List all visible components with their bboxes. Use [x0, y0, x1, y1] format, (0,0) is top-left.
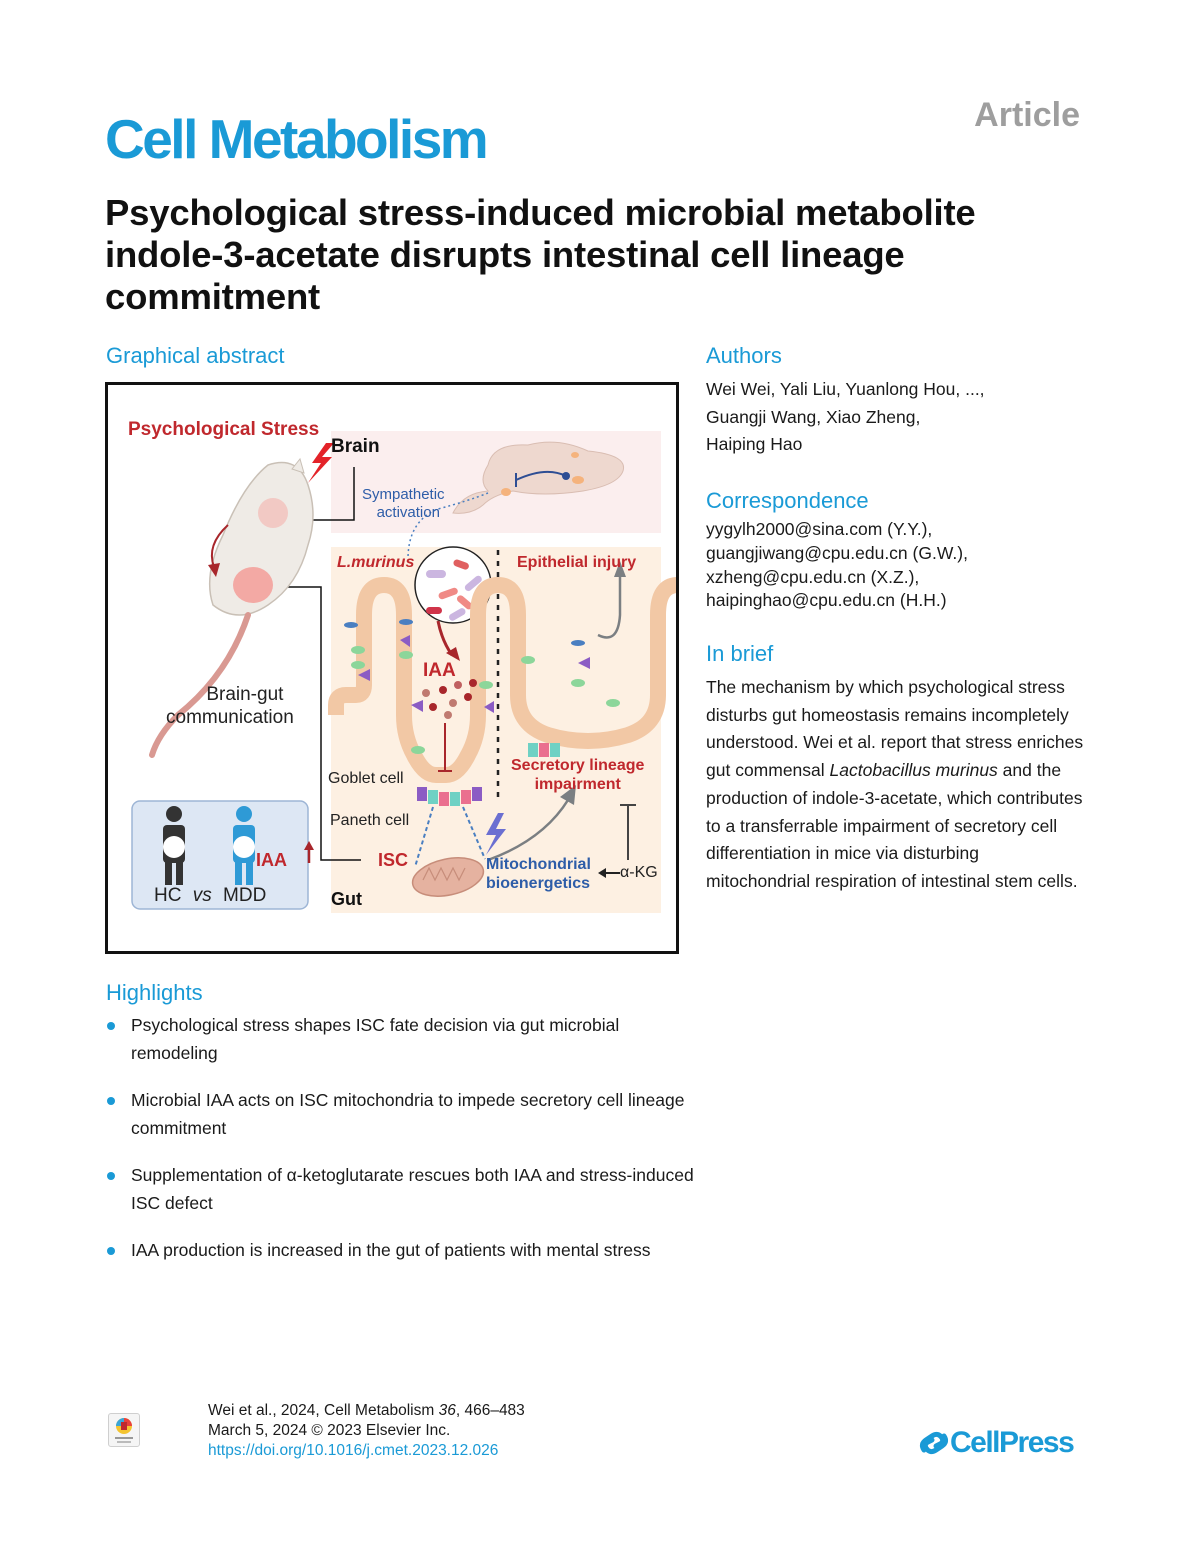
ga-label-sympathetic-line2: activation: [376, 504, 440, 521]
authors-list: Wei Wei, Yali Liu, Yuanlong Hou, ..., Gu…: [706, 376, 1086, 459]
highlight-text: Microbial IAA acts on ISC mitochondria t…: [131, 1090, 685, 1138]
ga-label-paneth-cell: Paneth cell: [330, 812, 410, 829]
article-type-label: Article: [974, 96, 1080, 134]
correspondence-heading: Correspondence: [706, 488, 869, 513]
highlight-item: IAA production is increased in the gut o…: [105, 1237, 695, 1265]
highlight-text: IAA production is increased in the gut o…: [131, 1240, 651, 1260]
ga-label-secretory-lineage-impairment: Secretory lineage impairment: [511, 758, 644, 793]
check-for-updates-badge[interactable]: [108, 1413, 140, 1447]
ga-label-brain-gut-line2: communication: [166, 707, 294, 728]
authors-line-3: Haiping Hao: [706, 434, 803, 455]
bullet-icon: [107, 1022, 115, 1030]
cellpress-logo[interactable]: CellPress: [918, 1426, 1075, 1459]
highlight-text: Supplementation of α-ketoglutarate rescu…: [131, 1165, 694, 1213]
ga-label-l-murinus: L.murinus: [337, 554, 415, 571]
citation-prefix: Wei et al., 2024, Cell Metabolism: [208, 1402, 439, 1419]
ga-label-goblet-cell: Goblet cell: [328, 770, 404, 787]
ga-label-brain-gut-line1: Brain-gut: [206, 684, 284, 705]
in-brief-text-part2: and the production of indole-3-acetate, …: [706, 760, 1083, 891]
highlights-heading: Highlights: [106, 980, 203, 1005]
citation-pages: , 466–483: [455, 1402, 525, 1419]
correspondence-list: yygylh2000@sina.com (Y.Y.), guangjiwang@…: [706, 518, 1086, 613]
ga-label-iaa-increase: IAA: [256, 850, 287, 870]
ga-label-iaa: IAA: [423, 660, 456, 681]
citation-block: Wei et al., 2024, Cell Metabolism 36, 46…: [208, 1401, 525, 1461]
bullet-icon: [107, 1247, 115, 1255]
ga-label-gut: Gut: [331, 889, 362, 909]
check-for-updates-icon: [115, 1418, 133, 1443]
authors-line-2: Guangji Wang, Xiao Zheng,: [706, 406, 921, 427]
graphical-abstract-heading: Graphical abstract: [106, 343, 285, 368]
citation-volume: 36: [438, 1402, 456, 1419]
ga-label-sympathetic-line1: Sympathetic: [362, 486, 445, 503]
doi-link[interactable]: https://doi.org/10.1016/j.cmet.2023.12.0…: [208, 1442, 499, 1459]
correspondence-email-3[interactable]: xzheng@cpu.edu.cn (X.Z.),: [706, 566, 920, 587]
ga-label-mdd: MDD: [223, 885, 267, 906]
publication-date-line: March 5, 2024 © 2023 Elsevier Inc.: [208, 1422, 451, 1439]
correspondence-email-4[interactable]: haipinghao@cpu.edu.cn (H.H.): [706, 590, 947, 611]
authors-line-1: Wei Wei, Yali Liu, Yuanlong Hou, ...,: [706, 379, 985, 399]
in-brief-text: The mechanism by which psychological str…: [706, 674, 1084, 896]
ga-label-secretory-line2: impairment: [534, 776, 621, 793]
authors-heading: Authors: [706, 343, 782, 368]
highlight-item: Psychological stress shapes ISC fate dec…: [105, 1012, 695, 1067]
bullet-icon: [107, 1097, 115, 1105]
graphical-abstract-illustration: [131, 431, 676, 913]
citation-line: Wei et al., 2024, Cell Metabolism 36, 46…: [208, 1401, 525, 1421]
highlight-item: Microbial IAA acts on ISC mitochondria t…: [105, 1087, 695, 1142]
highlights-list: Psychological stress shapes ISC fate dec…: [105, 1012, 695, 1285]
ga-label-psychological-stress: Psychological Stress: [128, 419, 320, 440]
in-brief-text-part1: The mechanism by which psychological str…: [706, 677, 1084, 781]
graphical-abstract-figure: Psychological Stress Brain Sympathetic a…: [105, 382, 679, 954]
ga-label-alpha-kg: α-KG: [620, 864, 658, 881]
ga-label-vs: vs: [192, 885, 212, 906]
ga-label-sympathetic: Sympathetic activation: [362, 487, 445, 520]
cellpress-mark-icon: [919, 1431, 949, 1455]
ga-label-secretory-line1: Secretory lineage: [511, 757, 645, 774]
ga-label-hc-vs-mdd: HC vs MDD: [154, 886, 266, 905]
ga-label-brain-gut-communication: Brain-gut communication: [166, 685, 294, 727]
highlight-text: Psychological stress shapes ISC fate dec…: [131, 1015, 620, 1063]
in-brief-species: Lactobacillus murinus: [829, 760, 998, 781]
correspondence-email-2[interactable]: guangjiwang@cpu.edu.cn (G.W.),: [706, 542, 968, 563]
article-title: Psychological stress-induced microbial m…: [105, 192, 976, 317]
ga-label-brain: Brain: [331, 436, 380, 457]
highlight-item: Supplementation of α-ketoglutarate rescu…: [105, 1162, 695, 1217]
in-brief-heading: In brief: [706, 641, 774, 666]
ga-label-isc: ISC: [378, 850, 409, 870]
correspondence-email-1[interactable]: yygylh2000@sina.com (Y.Y.),: [706, 519, 933, 539]
ga-label-mito-line1: Mitochondrial: [486, 856, 591, 873]
bullet-icon: [107, 1172, 115, 1180]
ga-label-mito-line2: bioenergetics: [486, 875, 591, 892]
ga-label-epithelial-injury: Epithelial injury: [517, 554, 637, 571]
journal-name: Cell Metabolism: [105, 108, 489, 170]
ga-label-mitochondrial-bioenergetics: Mitochondrial bioenergetics: [486, 857, 591, 892]
cellpress-wordmark: CellPress: [950, 1426, 1075, 1459]
ga-label-hc: HC: [154, 885, 182, 906]
